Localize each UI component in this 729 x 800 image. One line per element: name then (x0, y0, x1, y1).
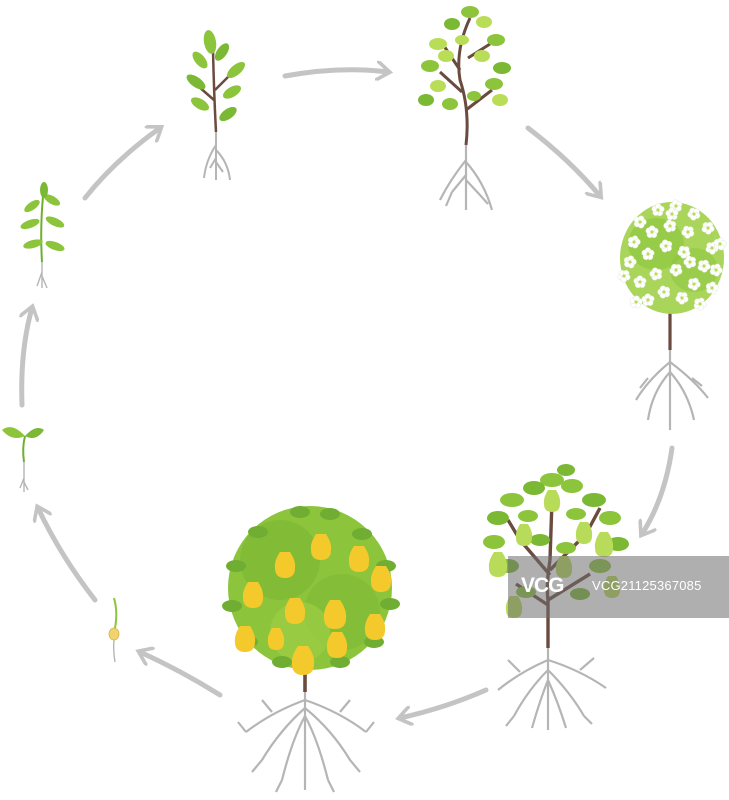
seedling-leaves (20, 182, 65, 252)
blossom (649, 267, 663, 281)
blossom (683, 255, 697, 269)
seed-root (112, 639, 116, 663)
arrow-young-tree-to-flowering-tree (525, 125, 600, 196)
arrow-young-plant-to-young-tree (282, 70, 388, 76)
blossom (693, 297, 707, 311)
stage-sprout (2, 427, 44, 492)
stage-seed (108, 597, 120, 663)
blossom (651, 203, 665, 217)
blossom (701, 221, 715, 235)
arrow-sprout-to-seedling (22, 308, 32, 408)
sprout-right-leaf (25, 428, 44, 438)
watermark-logo: VCG (521, 574, 565, 597)
stage-seedling (20, 182, 65, 289)
arrow-unripe-tree-to-ripe-tree (400, 687, 489, 718)
blossom (665, 207, 679, 221)
blossom (687, 277, 701, 291)
ripe-pears (234, 534, 392, 675)
blossom (687, 207, 701, 221)
blossom (713, 237, 727, 251)
seed-shoot (113, 597, 118, 629)
ripe-tree-roots (237, 692, 375, 793)
blossom (697, 259, 711, 273)
blossom (633, 215, 647, 229)
blossom (675, 291, 689, 305)
blossom (663, 219, 677, 233)
arrow-seed-to-sprout (38, 508, 98, 603)
flowering-tree-roots (635, 350, 709, 430)
young-plant-roots (203, 132, 231, 181)
blossom (617, 269, 631, 283)
sprout-roots (19, 462, 29, 492)
stage-young-plant (186, 30, 246, 181)
blossom (681, 225, 695, 239)
arrow-seedling-to-young-plant (82, 128, 160, 201)
young-tree-leaves (418, 6, 511, 110)
sprout-stem (22, 435, 26, 463)
sprout-left-leaf (2, 427, 25, 438)
watermark-text: VCG21125367085 (592, 578, 702, 593)
stage-young-tree (418, 6, 511, 211)
stage-ripe-fruit-tree (222, 506, 400, 793)
blossom (677, 245, 691, 259)
young-tree-roots (439, 145, 494, 211)
seed (108, 627, 120, 641)
blossom (623, 255, 637, 269)
blossom (669, 263, 683, 277)
arrow-flowering-tree-to-unripe-tree (642, 445, 675, 534)
stage-flowering-tree (617, 199, 727, 430)
seedling-stem (40, 195, 44, 263)
blossom (657, 285, 671, 299)
blossom (709, 263, 723, 277)
blossom (705, 281, 719, 295)
blossom (633, 275, 647, 289)
blossom (659, 239, 673, 253)
blossom (641, 247, 655, 261)
blossom (629, 295, 643, 309)
flowering-tree-blossoms (617, 199, 727, 311)
arrow-ripe-tree-to-seed (140, 652, 223, 698)
cycle-arrows (22, 70, 675, 718)
unripe-tree-roots (497, 648, 607, 730)
seedling-roots (36, 262, 48, 289)
blossom (641, 293, 655, 307)
blossom (627, 235, 641, 249)
young-plant-leaves (186, 30, 246, 122)
blossom (645, 225, 659, 239)
young-tree-trunk (438, 17, 493, 146)
watermark-band (508, 556, 729, 618)
